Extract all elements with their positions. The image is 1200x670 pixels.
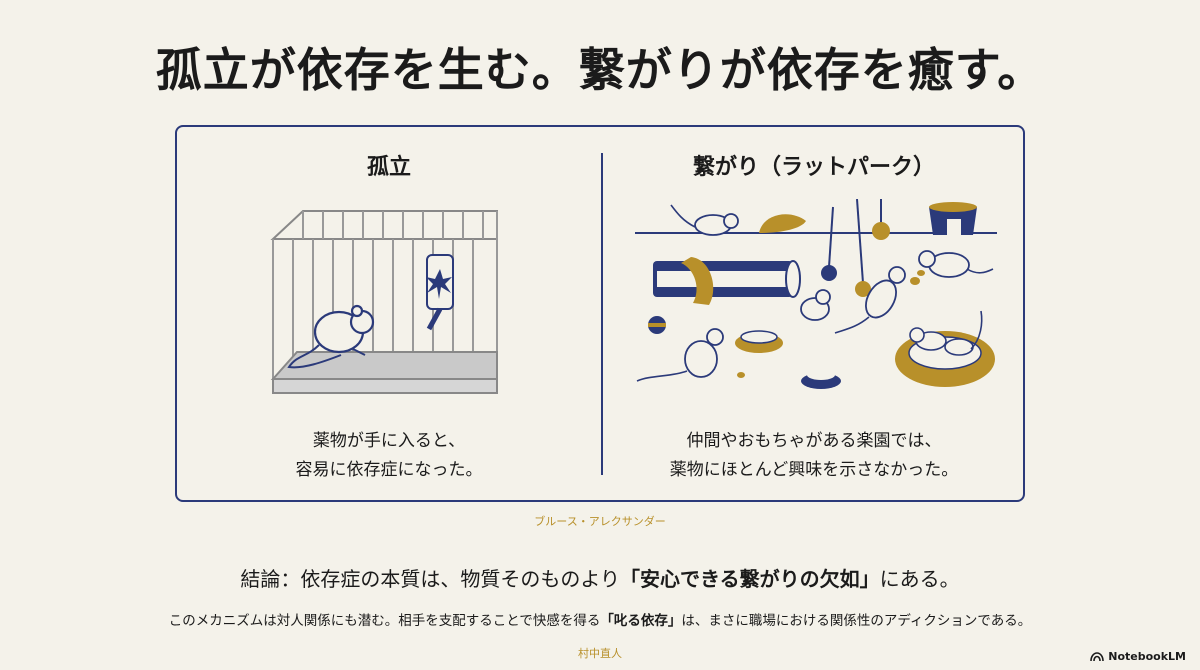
notebooklm-logo-icon [1090, 651, 1105, 661]
isolation-column: 孤立 [177, 127, 601, 500]
connection-heading: 繋がり（ラットパーク） [692, 155, 935, 180]
notebooklm-brand: NotebookLM [1090, 650, 1186, 663]
isolation-caption-line1: 薬物が手に入ると、 [312, 431, 466, 451]
connection-caption-line2: 薬物にほとんど興味を示さなかった。 [669, 460, 959, 480]
note-after: は、まさに職場における関係性のアディクションである。 [681, 613, 1032, 629]
isolation-heading: 孤立 [366, 155, 411, 180]
connection-column: 繋がり（ラットパーク） [603, 127, 1025, 500]
note-before: このメカニズムは対人関係にも潜む。相手を支配することで快感を得る [168, 613, 601, 629]
slide-title: 孤立が依存を生む。繋がりが依存を癒す。 [155, 43, 1045, 97]
conclusion-before: 結論：依存症の本質は、物質そのものより [240, 567, 620, 591]
researcher-citation: ブルース・アレクサンダー [534, 515, 666, 528]
connection-caption: 仲間やおもちゃがある楽園では、 薬物にほとんど興味を示さなかった。 [603, 427, 1025, 485]
author-credit: 村中直人 [578, 647, 622, 660]
connection-caption-line1: 仲間やおもちゃがある楽園では、 [686, 431, 942, 451]
column-divider [601, 153, 603, 475]
isolation-caption: 薬物が手に入ると、 容易に依存症になった。 [177, 427, 601, 485]
note-emphasis: 「叱る依存」 [600, 613, 682, 629]
mechanism-note: このメカニズムは対人関係にも潜む。相手を支配することで快感を得る「叱る依存」は、… [0, 609, 1200, 629]
conclusion-emphasis: 「安心できる繋がりの欠如」 [620, 567, 880, 591]
conclusion-after: にある。 [879, 567, 960, 591]
comparison-panel: 孤立 [175, 125, 1025, 502]
isolation-caption-line2: 容易に依存症になった。 [295, 460, 483, 480]
rat-park-illustration [635, 199, 997, 389]
conclusion-text: 結論：依存症の本質は、物質そのものより「安心できる繋がりの欠如」にある。 [0, 563, 1200, 592]
caged-rat-illustration [270, 210, 498, 394]
brand-label: NotebookLM [1108, 650, 1186, 663]
